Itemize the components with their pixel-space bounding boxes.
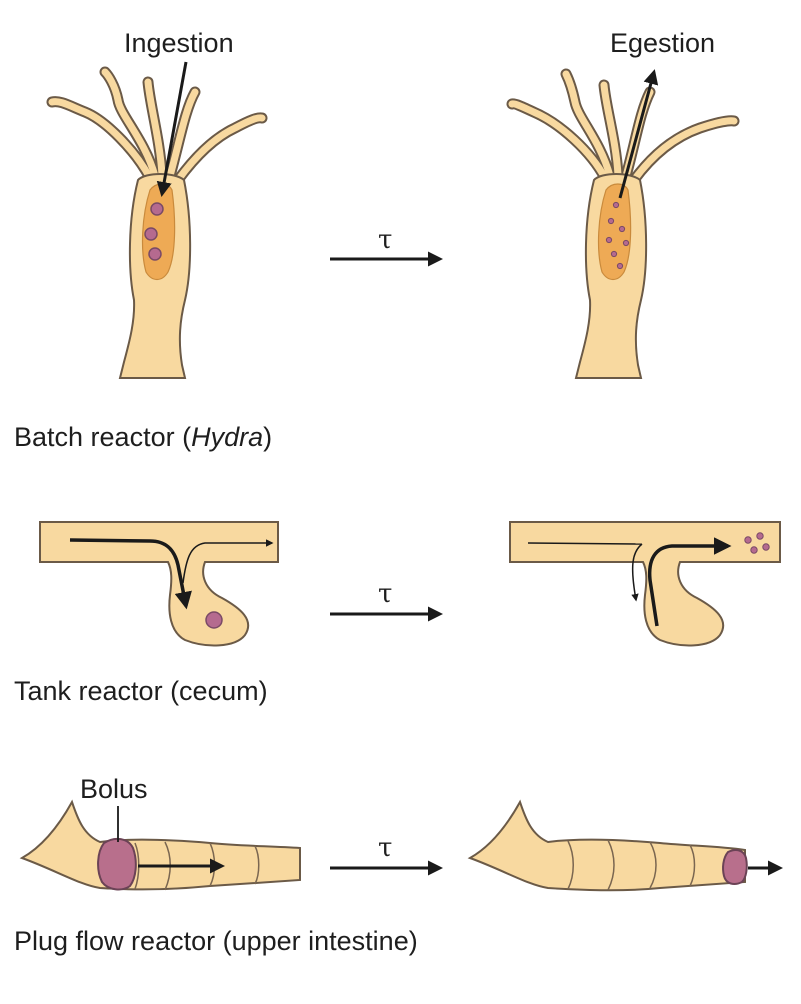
hydra-gut-after: [599, 184, 631, 280]
time-symbol-batch: τ: [378, 225, 392, 255]
cecum-tube-after: [510, 522, 780, 645]
batch-caption-organism: Hydra: [191, 422, 263, 452]
digested-particle: [745, 537, 751, 543]
food-particle: [145, 228, 157, 240]
digested-particle: [608, 218, 613, 223]
digested-particle: [751, 547, 757, 553]
ingestion-label: Ingestion: [124, 28, 234, 58]
intestine-after: [470, 802, 780, 890]
cecum-after: [510, 522, 780, 645]
batch-caption-suffix: ): [263, 422, 272, 452]
intestine-tube-after: [470, 802, 745, 890]
time-symbol-tank: τ: [378, 579, 392, 609]
hydra-after: [512, 74, 734, 378]
plug-caption: Plug flow reactor (upper intestine): [14, 926, 418, 956]
cecum-before: [40, 522, 278, 645]
digested-particle: [763, 544, 769, 550]
digested-particle: [619, 226, 624, 231]
bolus-after: [723, 850, 747, 884]
digested-particle: [613, 202, 618, 207]
egestion-label: Egestion: [610, 28, 715, 58]
time-symbol-plug: τ: [378, 833, 392, 863]
digested-particle: [606, 237, 611, 242]
food-particle: [149, 248, 161, 260]
tank-caption: Tank reactor (cecum): [14, 676, 268, 706]
digested-particle: [757, 533, 763, 539]
digested-particle: [623, 240, 628, 245]
digested-particle: [611, 251, 616, 256]
bolus-before: [98, 839, 136, 890]
flow-arrow-through: [528, 543, 642, 544]
intestine-before: [22, 802, 300, 890]
food-particle: [151, 203, 163, 215]
batch-caption: Batch reactor (Hydra): [14, 422, 272, 452]
bolus-label: Bolus: [80, 774, 148, 804]
food-particle: [206, 612, 222, 628]
hydra-before: [52, 72, 262, 378]
batch-caption-prefix: Batch reactor (: [14, 422, 191, 452]
digested-particle: [617, 263, 622, 268]
